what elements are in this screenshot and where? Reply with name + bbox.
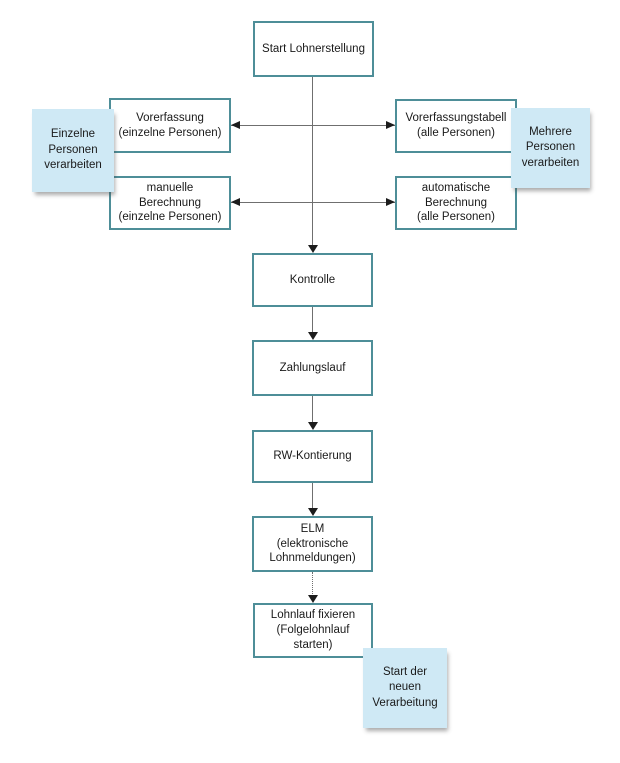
- arrowhead-down-icon: [308, 332, 318, 340]
- node-label: Lohnlauf fixieren (Folgelohnlauf starten…: [270, 609, 356, 651]
- arrowhead-left-icon: [231, 198, 240, 206]
- node-label: Zahlungslauf: [279, 361, 346, 374]
- node-elm: ELM (elektronische Lohnmeldungen): [252, 516, 373, 572]
- node-vorerfassungstabelle: Vorerfassungstabell (alle Personen): [395, 99, 517, 153]
- arrowhead-down-icon: [308, 508, 318, 516]
- connector-kontrolle-to-zahlungslauf: [312, 307, 313, 333]
- connector-rw-to-elm: [312, 483, 313, 509]
- node-lohnlauf-fixieren: Lohnlauf fixieren (Folgelohnlauf starten…: [253, 603, 373, 658]
- connector-zahlungslauf-to-rw: [312, 396, 313, 423]
- arrowhead-left-icon: [231, 121, 240, 129]
- arrowhead-down-icon: [308, 422, 318, 430]
- arrowhead-down-icon: [308, 245, 318, 253]
- node-label: Vorerfassung (einzelne Personen): [118, 111, 222, 139]
- node-zahlungslauf: Zahlungslauf: [252, 340, 373, 396]
- node-automatische-berechnung: automatische Berechnung (alle Personen): [395, 176, 517, 230]
- node-rw-kontierung: RW-Kontierung: [252, 430, 373, 483]
- note-start-neue-verarbeitung: Start der neuen Verarbeitung: [363, 648, 447, 728]
- node-start-lohnerstellung: Start Lohnerstellung: [253, 21, 374, 77]
- note-label: Start der neuen Verarbeitung: [372, 665, 438, 709]
- node-label: Kontrolle: [289, 273, 336, 286]
- node-kontrolle: Kontrolle: [252, 253, 373, 307]
- connector-berechnung-row: [231, 202, 395, 203]
- arrowhead-right-icon: [386, 121, 395, 129]
- node-manuelle-berechnung: manuelle Berechnung (einzelne Personen): [109, 176, 231, 230]
- node-label: Vorerfassungstabell (alle Personen): [405, 112, 507, 139]
- node-label: manuelle Berechnung (einzelne Personen): [118, 181, 222, 224]
- note-mehrere-personen: Mehrere Personen verarbeiten: [511, 108, 590, 188]
- node-label: automatische Berechnung (alle Personen): [417, 181, 495, 224]
- note-einzelne-personen: Einzelne Personen verarbeiten: [32, 109, 114, 192]
- note-label: Mehrere Personen verarbeiten: [521, 125, 580, 169]
- node-label: Start Lohnerstellung: [262, 42, 365, 55]
- connector-vorerfassung-row: [231, 125, 395, 126]
- note-label: Einzelne Personen verarbeiten: [44, 128, 102, 172]
- connector-start-to-kontrolle: [312, 77, 313, 246]
- connector-elm-to-lohnlauf-dotted: [312, 572, 313, 596]
- node-label: ELM (elektronische Lohnmeldungen): [269, 522, 356, 565]
- arrowhead-right-icon: [386, 198, 395, 206]
- arrowhead-down-icon: [308, 595, 318, 603]
- node-vorerfassung: Vorerfassung (einzelne Personen): [109, 98, 231, 153]
- node-label: RW-Kontierung: [273, 450, 352, 463]
